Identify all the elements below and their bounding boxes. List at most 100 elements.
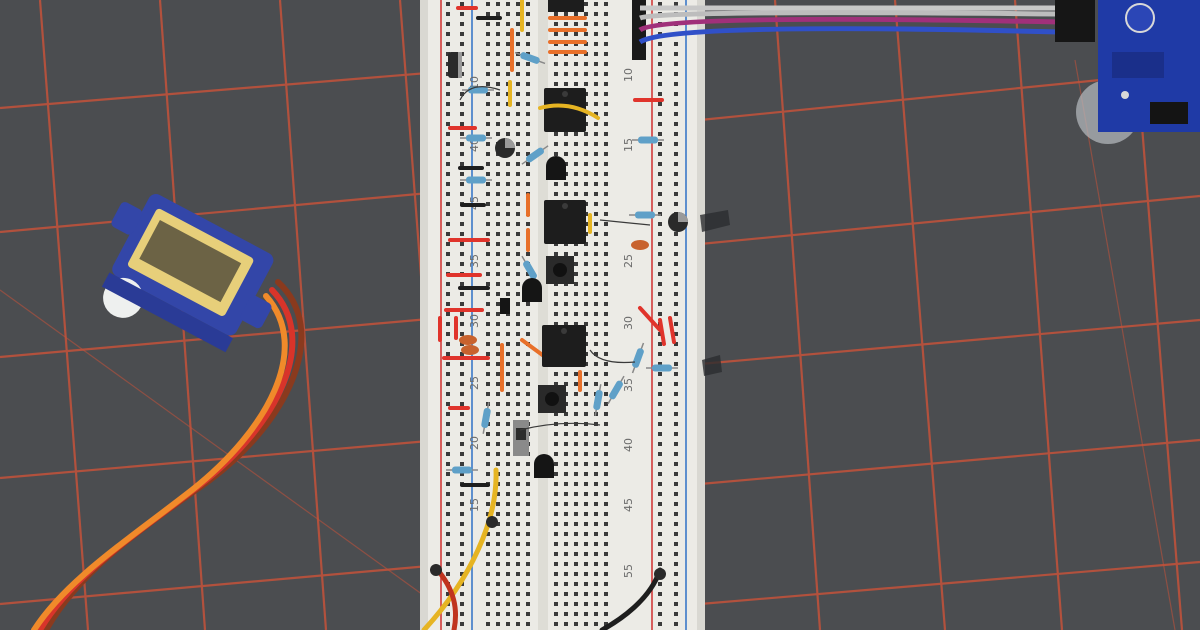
breadboard-hole [516,602,520,606]
breadboard-hole [496,442,500,446]
breadboard-hole [526,562,530,566]
breadboard-hole [496,312,500,316]
breadboard-hole [658,132,662,136]
breadboard-hole [446,532,450,536]
breadboard-hole [516,382,520,386]
breadboard-hole [564,382,568,386]
breadboard-hole [496,122,500,126]
breadboard-hole [516,332,520,336]
breadboard-hole [516,112,520,116]
breadboard-hole [574,482,578,486]
breadboard-hole [604,342,608,346]
breadboard-hole [506,522,510,526]
breadboard-hole [674,612,678,616]
breadboard-hole [674,422,678,426]
breadboard-hole [460,142,464,146]
breadboard-hole [526,12,530,16]
breadboard-hole [526,82,530,86]
breadboard-hole [496,562,500,566]
breadboard-hole [584,582,588,586]
wire-tip [486,516,498,528]
breadboard-hole [496,132,500,136]
breadboard-hole [584,622,588,626]
breadboard-hole [486,322,490,326]
breadboard-hole [674,552,678,556]
breadboard-hole [516,622,520,626]
breadboard-hole [554,442,558,446]
breadboard-hole [460,132,464,136]
breadboard-hole [674,392,678,396]
breadboard-hole [594,362,598,366]
breadboard-hole [604,222,608,226]
breadboard-hole [658,242,662,246]
breadboard-hole [446,452,450,456]
breadboard-hole [506,212,510,216]
breadboard-hole [526,122,530,126]
breadboard-hole [658,332,662,336]
row-number: 20 [468,436,481,450]
breadboard-hole [486,62,490,66]
breadboard-hole [554,492,558,496]
breadboard-hole [486,622,490,626]
breadboard-hole [584,142,588,146]
breadboard-hole [446,442,450,446]
breadboard-hole [674,302,678,306]
breadboard-hole [564,532,568,536]
breadboard-hole [486,582,490,586]
breadboard-hole [674,132,678,136]
breadboard-hole [516,572,520,576]
breadboard-hole [506,42,510,46]
breadboard-hole [526,2,530,6]
breadboard-hole [564,132,568,136]
breadboard-hole [584,432,588,436]
breadboard-hole [496,272,500,276]
breadboard-hole [594,162,598,166]
breadboard-hole [574,382,578,386]
breadboard-hole [486,112,490,116]
breadboard-hole [594,242,598,246]
breadboard-hole [496,432,500,436]
breadboard-hole [674,162,678,166]
resistor [632,136,664,144]
breadboard-hole [564,482,568,486]
breadboard-hole [506,252,510,256]
breadboard-hole [658,142,662,146]
row-number: 25 [468,376,481,390]
breadboard-hole [564,142,568,146]
breadboard-hole [460,112,464,116]
breadboard-hole [496,322,500,326]
breadboard-hole [460,322,464,326]
breadboard-hole [658,202,662,206]
breadboard-hole [460,232,464,236]
breadboard-hole [604,482,608,486]
row-number: 30 [622,316,635,330]
breadboard-hole [516,512,520,516]
breadboard-hole [584,52,588,56]
breadboard-hole [496,422,500,426]
breadboard-hole [506,2,510,6]
breadboard-hole [516,242,520,246]
breadboard-hole [674,582,678,586]
breadboard-hole [446,22,450,26]
breadboard-hole [604,72,608,76]
breadboard-hole [496,172,500,176]
breadboard-hole [574,152,578,156]
breadboard-hole [486,532,490,536]
breadboard-hole [446,312,450,316]
breadboard-hole [446,232,450,236]
breadboard-hole [674,172,678,176]
breadboard-hole [486,572,490,576]
breadboard-hole [486,242,490,246]
breadboard-hole [446,142,450,146]
breadboard-hole [564,82,568,86]
jumper-wires [438,0,676,487]
breadboard-hole [674,472,678,476]
breadboard-hole [604,512,608,516]
breadboard-hole [604,102,608,106]
breadboard-hole [594,522,598,526]
breadboard-hole [574,62,578,66]
breadboard-hole [496,102,500,106]
breadboard-hole [506,132,510,136]
breadboard-hole [604,552,608,556]
breadboard-hole [658,532,662,536]
